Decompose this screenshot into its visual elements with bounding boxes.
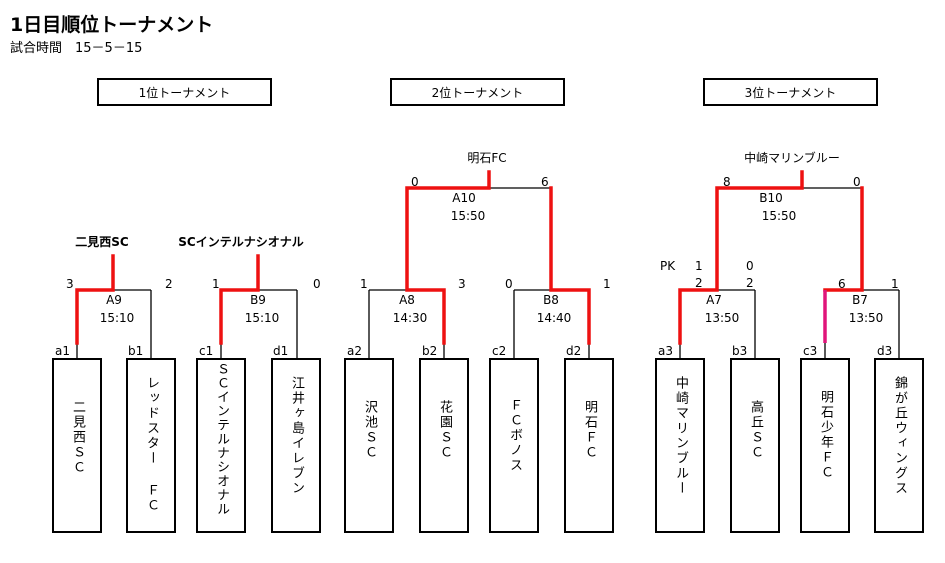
team-box-c3: 明石少年ＦＣ [800,358,850,533]
team-box-c2: ＦＣボノス [489,358,539,533]
team-box-b1: レッドスター ＦＣ [126,358,176,533]
match-id-b8: B8 [543,293,559,307]
match-id-a9: A9 [106,293,122,307]
page-title: 1日目順位トーナメント [10,14,214,36]
winner-name-b9: SCインテルナシオナル [178,235,304,249]
score-b7-right: 1 [891,277,899,291]
section-header-1st: 1位トーナメント [97,78,272,106]
team-name: ＳＣインテルナシオナル [214,362,229,516]
slot-label: a1 [55,344,70,358]
score-a10-right: 6 [541,175,549,189]
score-a7-left: 2 [695,276,703,290]
section-header-label: 1位トーナメント [138,85,231,100]
slot-label: c1 [199,344,214,358]
section-header-label: 3位トーナメント [744,85,837,100]
match-time-a9: 15:10 [99,311,135,325]
score-b8-left: 0 [505,277,513,291]
score-b10-right: 0 [853,175,861,189]
winner-path-b9 [219,254,260,345]
winner-name-a9: 二見西SC [75,235,129,249]
slot-label: a2 [347,344,362,358]
match-duration: 試合時間 15－5－15 [10,41,143,56]
score-b9-left: 1 [212,277,220,291]
slot-label: b3 [732,344,748,358]
slot-label: b1 [128,344,144,358]
team-name: 沢池ＳＣ [362,400,377,460]
match-time-a8: 14:30 [392,311,428,325]
match-id-b7: B7 [852,293,868,307]
team-box-a1: 二見西ＳＣ [52,358,102,533]
score-a7-right: 2 [746,276,754,290]
team-name: 中崎マリンブルー [673,376,688,496]
pk-score-a7-left: 1 [695,259,703,273]
team-name: 高丘ＳＣ [748,400,763,460]
team-name: ＦＣボノス [507,398,522,473]
team-box-c1: ＳＣインテルナシオナル [196,358,246,533]
team-box-a2: 沢池ＳＣ [344,358,394,533]
score-b7-left: 6 [838,277,846,291]
team-name: 江井ヶ島イレブン [289,376,304,496]
match-id-a8: A8 [399,293,415,307]
team-box-a3: 中崎マリンブルー [655,358,705,533]
match-time-a7: 13:50 [704,311,740,325]
slot-label: a3 [658,344,673,358]
winner-path-a9 [75,254,115,345]
team-name: 明石ＦＣ [582,400,597,460]
match-time-b7: 13:50 [848,311,884,325]
score-b8-right: 1 [603,277,611,291]
section-header-label: 2位トーナメント [431,85,524,100]
winner-path-b8 [549,186,591,345]
team-name: 二見西ＳＣ [70,400,85,475]
match-id-a7: A7 [706,293,722,307]
score-a8-left: 1 [360,277,368,291]
match-id-b9: B9 [250,293,266,307]
slot-label: d1 [273,344,289,358]
team-box-d2: 明石ＦＣ [564,358,614,533]
winner-path-b7 [823,186,864,292]
team-box-b3: 高丘ＳＣ [730,358,780,533]
slot-label: c3 [803,344,818,358]
match-time-a10: 15:50 [450,209,486,223]
slot-label: d3 [877,344,893,358]
team-box-b2: 花園ＳＣ [419,358,469,533]
team-name: 錦が丘ウィングス [892,376,907,496]
score-b9-right: 0 [313,277,321,291]
winner-path-a8-a10 [405,170,491,345]
pk-label-a7: PK [660,259,676,273]
pk-score-a7-right: 0 [746,259,754,273]
match-time-b10: 15:50 [761,209,797,223]
match-time-b9: 15:10 [244,311,280,325]
section-header-3rd: 3位トーナメント [703,78,878,106]
slot-label: b2 [422,344,438,358]
slot-label: c2 [492,344,507,358]
team-box-d3: 錦が丘ウィングス [874,358,924,533]
slot-label: d2 [566,344,582,358]
score-b10-left: 8 [723,175,731,189]
score-a9-right: 2 [165,277,173,291]
team-name: 明石少年ＦＣ [818,390,833,480]
score-a10-left: 0 [411,175,419,189]
winner-name-b10: 中崎マリンブルー [744,151,840,165]
match-id-a10: A10 [452,191,476,205]
match-time-b8: 14:40 [536,311,572,325]
score-a8-right: 3 [458,277,466,291]
team-box-d1: 江井ヶ島イレブン [271,358,321,533]
team-name: レッドスター ＦＣ [144,376,159,513]
section-header-2nd: 2位トーナメント [390,78,565,106]
winner-name-a10: 明石FC [467,151,507,165]
match-id-b10: B10 [759,191,783,205]
winner-path-a7-b10 [678,170,804,345]
score-a9-left: 3 [66,277,74,291]
team-name: 花園ＳＣ [437,400,452,460]
